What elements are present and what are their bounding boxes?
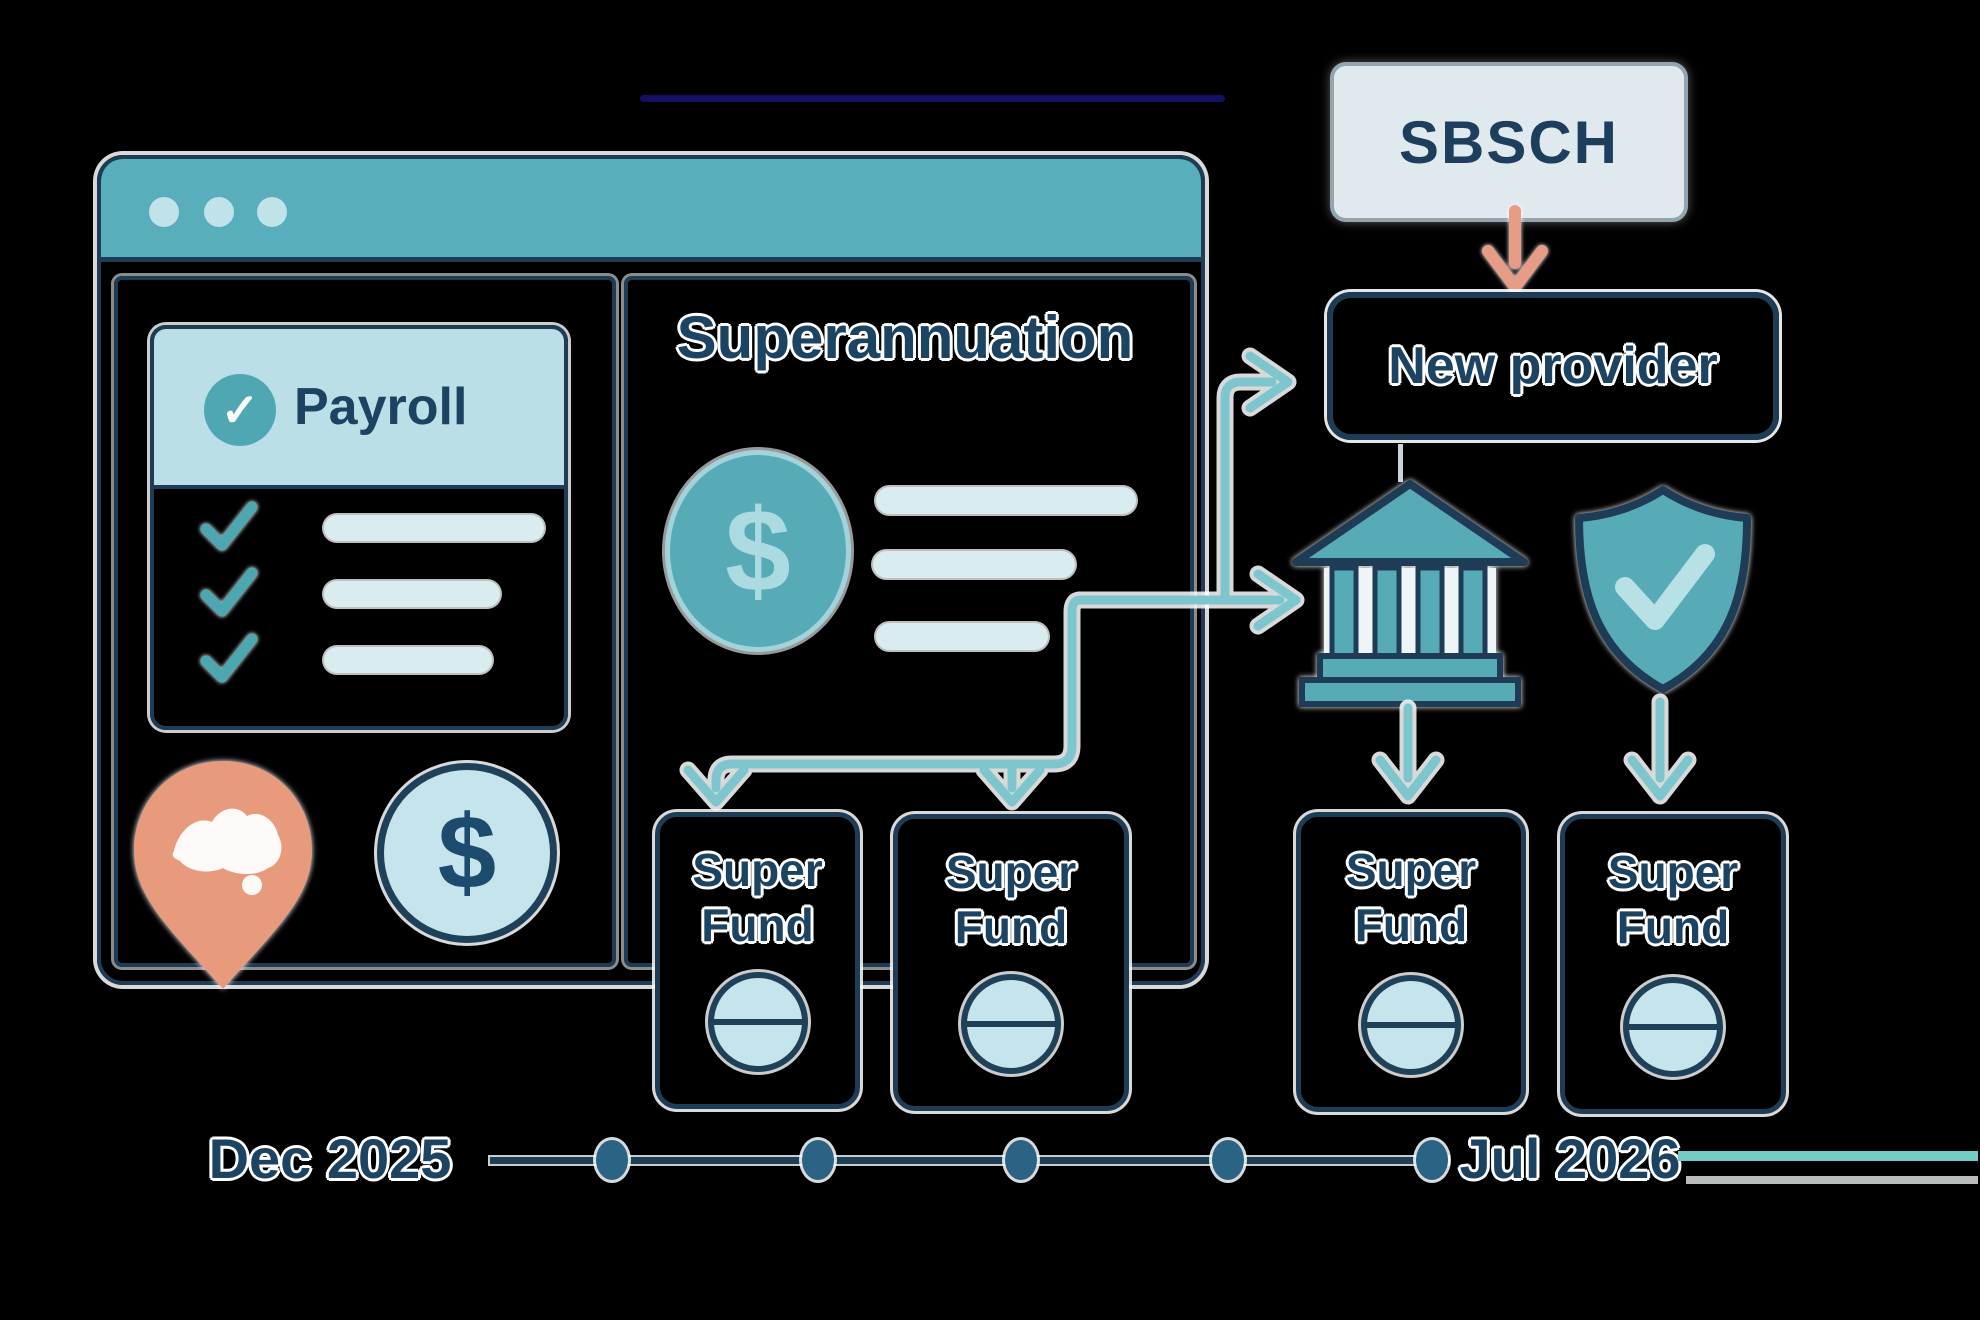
- timeline-start-label: Dec 2025: [208, 1127, 452, 1190]
- window-dot-icon: [257, 197, 287, 227]
- new-provider-label: New provider: [1388, 337, 1718, 395]
- arrowhead-down-icon: [1627, 755, 1693, 801]
- check-icon: [200, 567, 258, 617]
- super-fund-label: Super Fund: [1345, 844, 1477, 952]
- payroll-panel: [114, 276, 616, 967]
- coin-icon: [1361, 975, 1461, 1075]
- sbsch-box: SBSCH: [1330, 62, 1688, 222]
- dollar-coin-icon: $: [377, 763, 557, 943]
- coin-line: [1627, 1024, 1719, 1030]
- connector-line: [1398, 444, 1403, 482]
- window-dot-icon: [204, 197, 234, 227]
- shield-check-icon: [1575, 486, 1751, 693]
- check-glyph: ✓: [220, 384, 260, 436]
- timeline-tail-gray: [1686, 1176, 1978, 1184]
- timeline-end-label: Jul 2026: [1459, 1127, 1681, 1190]
- bank-icon: [1292, 480, 1528, 707]
- text-pill: [324, 581, 500, 607]
- arrow-to-new-provider: [1220, 377, 1277, 601]
- checklist-row: [194, 497, 544, 559]
- timeline-dot: [1212, 1140, 1244, 1180]
- super-fund-card: Super Fund: [893, 814, 1129, 1111]
- super-fund-card: Super Fund: [1296, 812, 1526, 1112]
- check-icon: [200, 501, 258, 551]
- text-pill: [324, 515, 544, 541]
- timeline-line: [490, 1157, 1448, 1164]
- timeline-dot: [1005, 1140, 1037, 1180]
- text-pill: [873, 551, 1075, 578]
- super-fund-card: Super Fund: [1560, 814, 1786, 1114]
- top-divider-line: [640, 95, 1225, 102]
- timeline-dot: [1416, 1140, 1448, 1180]
- sbsch-label: SBSCH: [1398, 108, 1620, 176]
- check-icon: [200, 633, 258, 683]
- coin-icon: [1623, 977, 1723, 1077]
- super-fund-label: Super Fund: [945, 846, 1077, 954]
- text-pill: [876, 487, 1136, 514]
- coin-line: [1365, 1022, 1457, 1028]
- payroll-card-header: ✓ Payroll: [154, 329, 564, 489]
- coin-line: [711, 1019, 804, 1025]
- dollar-badge-icon: $: [665, 450, 851, 652]
- browser-titlebar: [101, 159, 1201, 262]
- timeline-dot: [596, 1140, 628, 1180]
- new-provider-box: New provider: [1327, 292, 1779, 440]
- text-pill: [876, 623, 1048, 650]
- dollar-glyph: $: [437, 794, 497, 911]
- checklist-row: [194, 629, 534, 691]
- checklist-row: [194, 563, 534, 625]
- timeline-tail-teal: [1678, 1151, 1978, 1161]
- arrowhead-down-icon: [1375, 755, 1441, 801]
- super-fund-card: Super Fund: [655, 812, 860, 1109]
- check-circle-icon: ✓: [204, 374, 276, 446]
- payroll-card: ✓ Payroll: [150, 325, 568, 730]
- coin-icon: [961, 974, 1061, 1074]
- australia-map-pin-icon: [134, 761, 312, 989]
- text-pill: [324, 647, 492, 673]
- arrow-down-orange-icon: [1482, 205, 1548, 293]
- window-dot-icon: [149, 197, 179, 227]
- super-fund-label: Super Fund: [1607, 846, 1739, 954]
- arrowhead-right-icon: [1245, 351, 1293, 413]
- super-fund-label: Super Fund: [692, 844, 823, 952]
- coin-line: [965, 1021, 1057, 1027]
- superannuation-title: Superannuation: [676, 304, 1134, 371]
- dollar-glyph: $: [725, 485, 791, 617]
- payroll-title: Payroll: [294, 378, 468, 436]
- timeline-dot: [802, 1140, 834, 1180]
- browser-window: [97, 155, 1205, 985]
- coin-icon: [707, 972, 808, 1072]
